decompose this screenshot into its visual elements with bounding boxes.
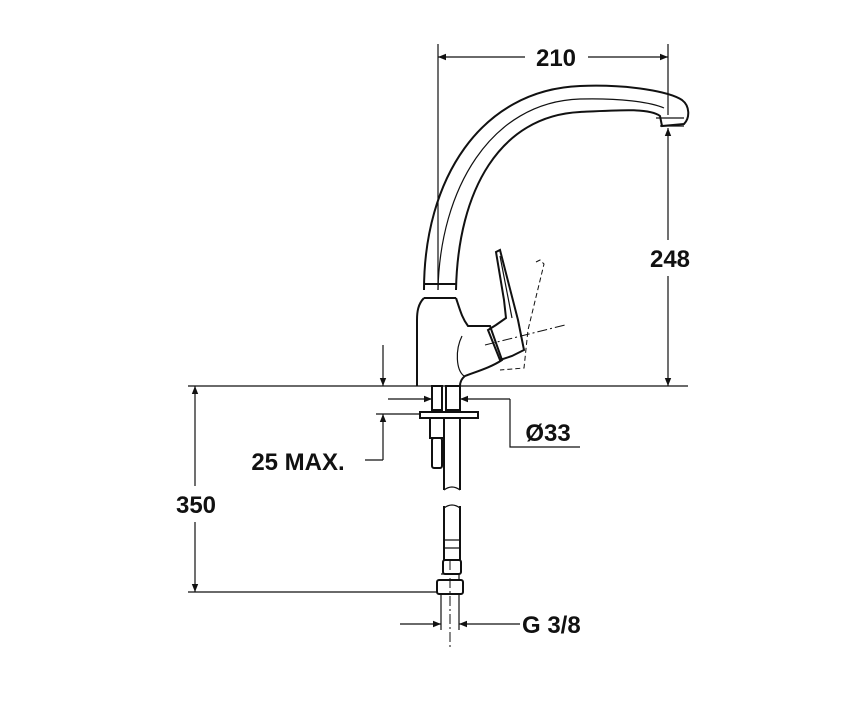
- dimension-label-25-max: 25 MAX.: [251, 449, 344, 476]
- faucet-body: [416, 297, 504, 387]
- dimension-spout-height: 248: [650, 128, 690, 386]
- dimension-label-g-3-8: G 3/8: [522, 612, 581, 639]
- dimension-spout-reach: 210: [437, 44, 669, 290]
- dimension-total-height: 350: [176, 386, 438, 593]
- dimension-thread: G 3/8: [400, 612, 581, 639]
- spout: [423, 84, 690, 291]
- dimension-hole-diameter: Ø33: [388, 395, 580, 448]
- dimension-label-248: 248: [650, 246, 690, 273]
- dimension-label-350: 350: [176, 492, 216, 519]
- dimension-max-thickness: 25 MAX.: [251, 345, 420, 476]
- faucet-outline: [416, 84, 690, 650]
- dimension-label-210: 210: [536, 45, 576, 72]
- lever-handle: [486, 248, 526, 362]
- dimension-label-diameter-33: Ø33: [525, 420, 570, 447]
